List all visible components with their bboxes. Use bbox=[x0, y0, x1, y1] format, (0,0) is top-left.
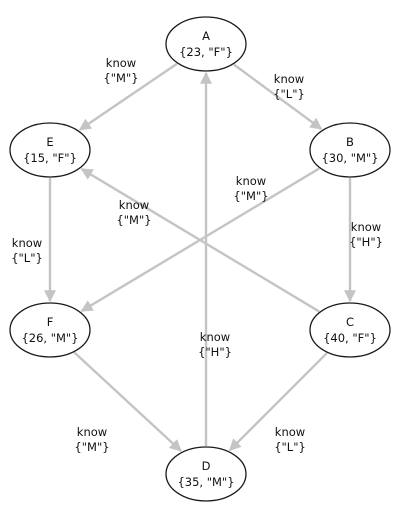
node-d[interactable]: D {35, "M"} bbox=[165, 446, 247, 502]
node-props: {26, "M"} bbox=[21, 331, 78, 345]
edge-props: {"H"} bbox=[349, 235, 383, 249]
edge-d-a: know{"H"} bbox=[198, 71, 232, 446]
node-ellipse bbox=[165, 16, 247, 72]
edge-props: {"M"} bbox=[103, 71, 138, 85]
edge-label: know bbox=[275, 425, 305, 439]
node-a[interactable]: A {23, "F"} bbox=[165, 16, 247, 72]
edge-props: {"M"} bbox=[74, 440, 109, 454]
node-props: {30, "M"} bbox=[321, 151, 378, 165]
node-ellipse bbox=[9, 302, 91, 358]
node-props: {15, "F"} bbox=[23, 151, 77, 165]
edge-label: know bbox=[77, 425, 107, 439]
edge-label: know bbox=[12, 236, 42, 250]
node-name: B bbox=[346, 135, 354, 149]
edge-arrow bbox=[228, 352, 328, 452]
node-name: C bbox=[346, 315, 354, 329]
node-props: {23, "F"} bbox=[179, 45, 233, 59]
node-name: D bbox=[202, 459, 211, 473]
edge-label: know bbox=[274, 72, 304, 86]
node-ellipse bbox=[309, 302, 391, 358]
edge-b-c: know{"H"} bbox=[344, 178, 383, 303]
node-ellipse bbox=[309, 122, 391, 178]
edge-label: know bbox=[351, 220, 381, 234]
edge-props: {"L"} bbox=[273, 87, 305, 101]
edge-props: {"L"} bbox=[11, 251, 43, 265]
node-e[interactable]: E {15, "F"} bbox=[9, 122, 91, 178]
node-name: F bbox=[47, 315, 54, 329]
node-props: {35, "M"} bbox=[177, 475, 234, 489]
edge-label: know bbox=[106, 56, 136, 70]
edge-label: know bbox=[236, 174, 266, 188]
edge-label: know bbox=[119, 198, 149, 212]
node-c[interactable]: C {40, "F"} bbox=[309, 302, 391, 358]
edge-props: {"M"} bbox=[233, 189, 268, 203]
node-props: {40, "F"} bbox=[323, 331, 377, 345]
node-b[interactable]: B {30, "M"} bbox=[309, 122, 391, 178]
edge-f-d: know{"M"} bbox=[73, 351, 182, 454]
edge-a-b: know{"L"} bbox=[233, 63, 323, 130]
edge-label: know bbox=[200, 330, 230, 344]
node-ellipse bbox=[9, 122, 91, 178]
edge-arrow bbox=[233, 63, 323, 130]
edge-e-f: know{"L"} bbox=[11, 178, 56, 303]
edge-c-d: know{"L"} bbox=[228, 352, 328, 454]
node-name: E bbox=[46, 135, 53, 149]
node-name: A bbox=[202, 29, 210, 43]
edge-arrow bbox=[80, 167, 320, 313]
node-f[interactable]: F {26, "M"} bbox=[9, 302, 91, 358]
edge-arrow bbox=[73, 351, 182, 452]
edge-a-e: know{"M"} bbox=[78, 56, 178, 131]
edges-layer: know{"M"}know{"L"}know{"M"}know{"H"}know… bbox=[11, 56, 383, 454]
edge-c-e: know{"M"} bbox=[80, 167, 320, 313]
edge-arrow bbox=[78, 62, 178, 131]
edge-props: {"H"} bbox=[198, 345, 232, 359]
node-ellipse bbox=[165, 446, 247, 502]
nodes-layer: A {23, "F"} B {30, "M"} C {40, "F"} D {35, "M"}… bbox=[9, 16, 391, 502]
edge-props: {"M"} bbox=[116, 213, 151, 227]
edge-props: {"L"} bbox=[274, 440, 306, 454]
